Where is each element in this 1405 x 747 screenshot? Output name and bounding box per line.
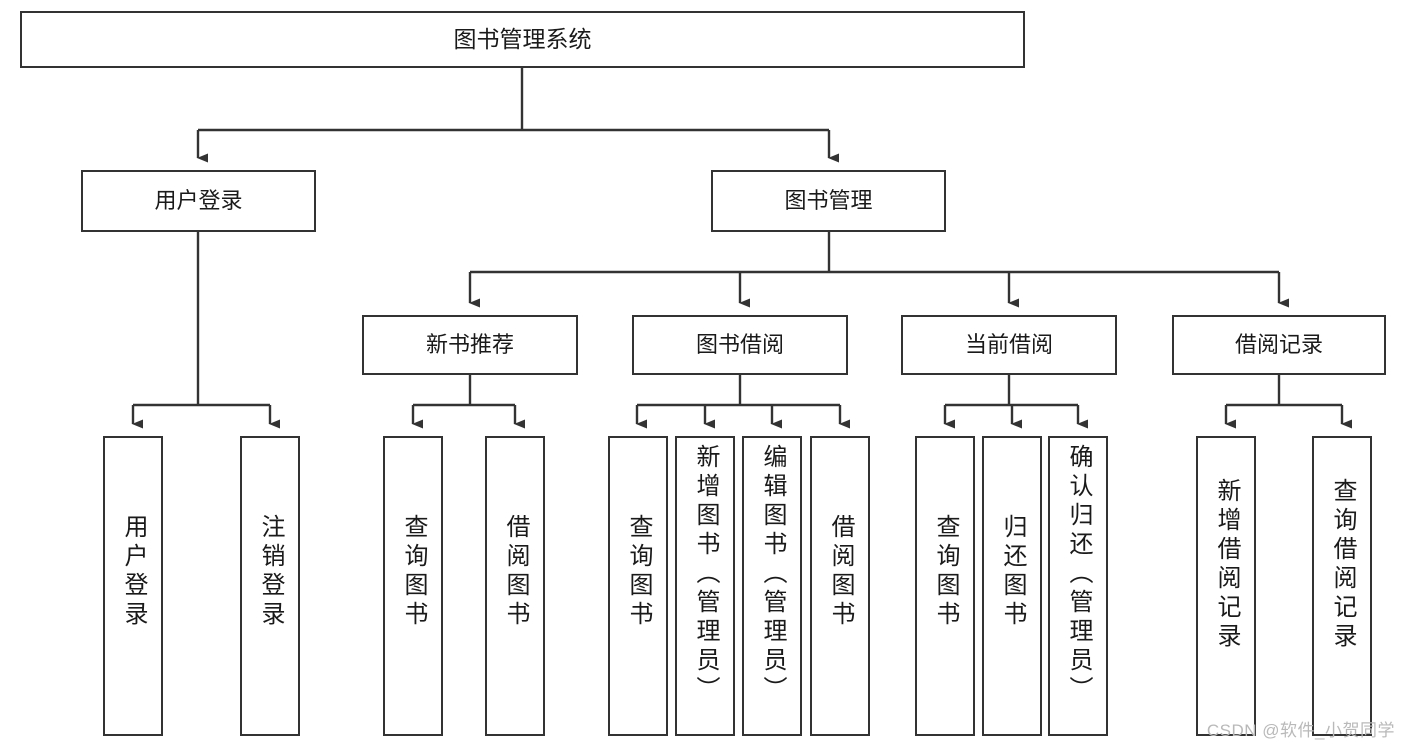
node-root-book-management-system[interactable]: 图书管理系统 [20, 11, 1025, 68]
node-label: 新增借阅记录 [1213, 478, 1240, 652]
node-leaf-user-logout[interactable]: 注销登录 [240, 436, 300, 736]
node-label: 图书管理 [784, 188, 873, 214]
node-book-borrow[interactable]: 图书借阅 [632, 315, 848, 375]
node-new-book-recommend[interactable]: 新书推荐 [362, 315, 578, 375]
node-current-borrow[interactable]: 当前借阅 [901, 315, 1117, 375]
node-label: 借阅图书 [502, 514, 529, 630]
node-book-management[interactable]: 图书管理 [711, 170, 946, 232]
node-borrow-record[interactable]: 借阅记录 [1172, 315, 1386, 375]
node-leaf-query-book-borrow[interactable]: 查询图书 [608, 436, 668, 736]
node-label: 查询图书 [625, 514, 652, 630]
node-leaf-borrow-book-borrow[interactable]: 借阅图书 [810, 436, 870, 736]
node-label: 查询图书 [932, 514, 959, 630]
node-leaf-add-borrow-record[interactable]: 新增借阅记录 [1196, 436, 1256, 736]
node-label: 确认归还（管理员） [1065, 444, 1092, 705]
node-label: 用户登录 [120, 514, 147, 630]
node-leaf-query-book-current[interactable]: 查询图书 [915, 436, 975, 736]
node-label: 用户登录 [154, 188, 243, 214]
node-leaf-add-book[interactable]: 新增图书（管理员） [675, 436, 735, 736]
node-leaf-confirm-return[interactable]: 确认归还（管理员） [1048, 436, 1108, 736]
node-leaf-edit-book[interactable]: 编辑图书（管理员） [742, 436, 802, 736]
node-leaf-query-borrow-record[interactable]: 查询借阅记录 [1312, 436, 1372, 736]
node-leaf-return-book[interactable]: 归还图书 [982, 436, 1042, 736]
node-leaf-borrow-book-new[interactable]: 借阅图书 [485, 436, 545, 736]
node-label: 图书管理系统 [453, 26, 592, 53]
node-label: 图书借阅 [695, 332, 784, 358]
node-label: 借阅图书 [827, 514, 854, 630]
node-label: 新增图书（管理员） [692, 444, 719, 705]
node-label: 当前借阅 [964, 332, 1053, 358]
node-label: 归还图书 [999, 514, 1026, 630]
node-leaf-query-book-new[interactable]: 查询图书 [383, 436, 443, 736]
node-label: 注销登录 [257, 514, 284, 630]
node-label: 编辑图书（管理员） [759, 444, 786, 705]
node-label: 查询借阅记录 [1329, 478, 1356, 652]
node-leaf-user-login[interactable]: 用户登录 [103, 436, 163, 736]
node-label: 新书推荐 [425, 332, 514, 358]
node-label: 查询图书 [400, 514, 427, 630]
node-label: 借阅记录 [1234, 332, 1323, 358]
node-user-login[interactable]: 用户登录 [81, 170, 316, 232]
watermark-csdn: CSDN @软件_小贺同学 [1206, 721, 1395, 740]
